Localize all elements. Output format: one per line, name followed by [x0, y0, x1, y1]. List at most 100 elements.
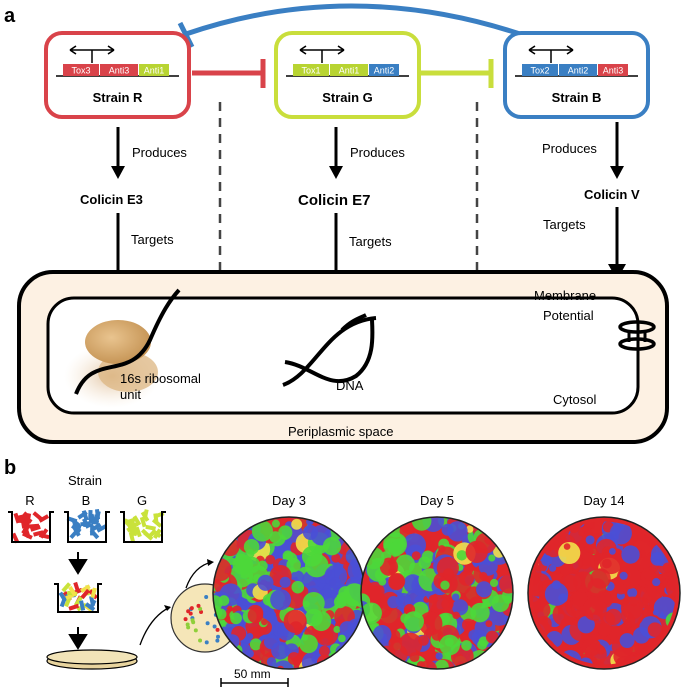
colony-dot: [216, 634, 221, 639]
gene-block: [63, 64, 99, 76]
colony-dot: [204, 640, 209, 645]
colony-patch: [333, 625, 341, 633]
colony-patch: [276, 665, 285, 669]
colony-patch: [378, 577, 387, 586]
colony-patch: [435, 652, 443, 660]
plate-day-label: Day 14: [583, 493, 624, 508]
periplasm-label: Periplasmic space: [288, 424, 394, 439]
colony-patch: [251, 520, 273, 542]
curved-arrow-1: [139, 606, 171, 646]
produces-arrowhead: [610, 166, 624, 179]
promoter-arrows-icon: [528, 45, 574, 55]
curved-arrow-2-head: [207, 559, 214, 566]
cell-rod: [79, 600, 86, 611]
colony-patch: [456, 550, 468, 561]
colony-patch: [249, 638, 262, 651]
gene-block: [598, 64, 628, 76]
plate-0: Day 3: [212, 493, 366, 670]
strain-title: Strain: [68, 473, 102, 488]
colony-patch: [479, 571, 488, 581]
plate-edge: [360, 516, 514, 670]
cell-rod: [21, 514, 33, 524]
colony-patch: [270, 589, 292, 611]
rna-strand: [74, 288, 181, 395]
colony-patch: [616, 565, 641, 590]
targets-label: Targets: [543, 217, 586, 232]
membrane-transporter: [618, 320, 656, 351]
colony-dot: [188, 611, 193, 616]
colony-patch: [345, 548, 363, 565]
plate-colonies: [361, 517, 513, 669]
colony-patch: [485, 620, 493, 628]
colony-patch: [338, 634, 346, 643]
cell-rod: [59, 596, 67, 608]
colony-dot: [205, 621, 210, 626]
colony-patch: [488, 554, 496, 562]
colony-patch: [333, 595, 347, 609]
colony-patch: [583, 596, 607, 621]
colony-patch: [365, 581, 385, 602]
colony-patch: [299, 634, 318, 654]
cell-rod: [68, 585, 77, 597]
colony-patch: [644, 569, 656, 581]
colony-patch: [291, 518, 303, 530]
colony-patch: [647, 622, 663, 637]
gene-block: [559, 64, 597, 76]
cell-rod: [68, 603, 80, 611]
plate-1: Day 5: [360, 493, 514, 670]
colony-patch: [304, 553, 329, 578]
colony-patch: [452, 611, 460, 620]
colony-patch: [372, 625, 392, 644]
colony-patch: [461, 618, 475, 632]
gene-block: [330, 64, 368, 76]
colony-patch: [484, 534, 495, 545]
colony-patch: [287, 652, 301, 665]
gene-label: Anti1: [144, 66, 165, 76]
colony-patch: [485, 630, 499, 644]
promoter-arrows-icon: [69, 45, 115, 55]
cell-rod: [33, 530, 44, 537]
colony-patch: [442, 568, 455, 580]
colony-patch: [324, 564, 348, 588]
cytosol-label: Cytosol: [553, 392, 596, 407]
colony-patch: [305, 608, 323, 627]
cell-inner-membrane: [46, 296, 640, 415]
plate-day-label: Day 3: [272, 493, 306, 508]
colony-patch: [541, 555, 553, 567]
colony-patch: [438, 545, 446, 553]
cell-rod: [90, 587, 97, 599]
colony-patch: [563, 543, 571, 550]
strain-name: Strain G: [322, 90, 373, 105]
plate-colonies: [213, 517, 365, 669]
colony-dot: [215, 638, 220, 643]
cell-rod: [139, 516, 147, 528]
colony-patch: [587, 578, 607, 597]
targets-label: Targets: [131, 232, 174, 247]
dna-strand-1: [282, 316, 377, 387]
panel-a-label: a: [4, 5, 16, 27]
cell-rod: [38, 514, 50, 523]
colony-patch: [615, 583, 627, 595]
colony-patch: [621, 545, 640, 564]
colony-patch: [466, 525, 474, 533]
beaker-outline: [64, 511, 110, 543]
colony-patch: [286, 557, 301, 573]
colony-patch: [662, 562, 673, 573]
cell-rod: [61, 582, 72, 593]
produces-arrowhead: [329, 166, 343, 179]
cell-rod: [73, 581, 81, 593]
ribosome-large-subunit: [85, 320, 151, 364]
colony-patch: [627, 587, 638, 598]
cell-rod: [39, 528, 49, 539]
mixed-beaker: [54, 581, 102, 613]
colony-patch: [418, 611, 443, 636]
colony-patch: [598, 595, 607, 604]
cell-rod: [80, 588, 91, 600]
cell-rod: [21, 523, 31, 535]
colony-patch: [322, 537, 342, 556]
colony-patch: [331, 553, 341, 563]
cell-rod: [128, 531, 135, 543]
colony-dot: [183, 617, 188, 622]
